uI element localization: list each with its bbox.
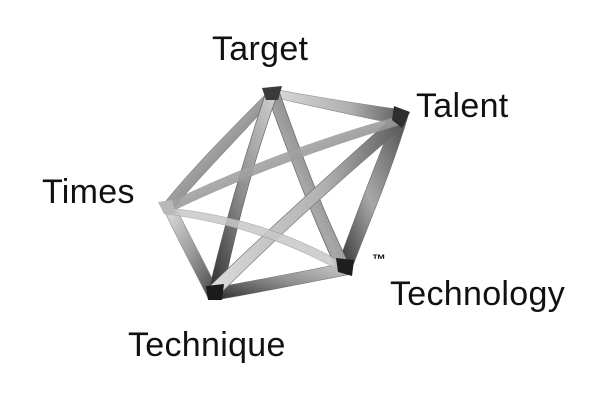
label-target: Target [212,30,309,68]
ribbon-knot-target [262,86,282,100]
label-times: Times [42,173,135,211]
trademark-symbol: ™ [372,251,386,267]
label-technique: Technique [128,326,286,364]
label-technology: Technology [390,275,566,313]
ribbon-knot-times [158,200,176,214]
label-talent: Talent [416,87,509,125]
ribbon-knot-talent [392,106,410,128]
ribbon-knot-technology [336,258,354,276]
ribbon-knot-technique [206,284,224,300]
